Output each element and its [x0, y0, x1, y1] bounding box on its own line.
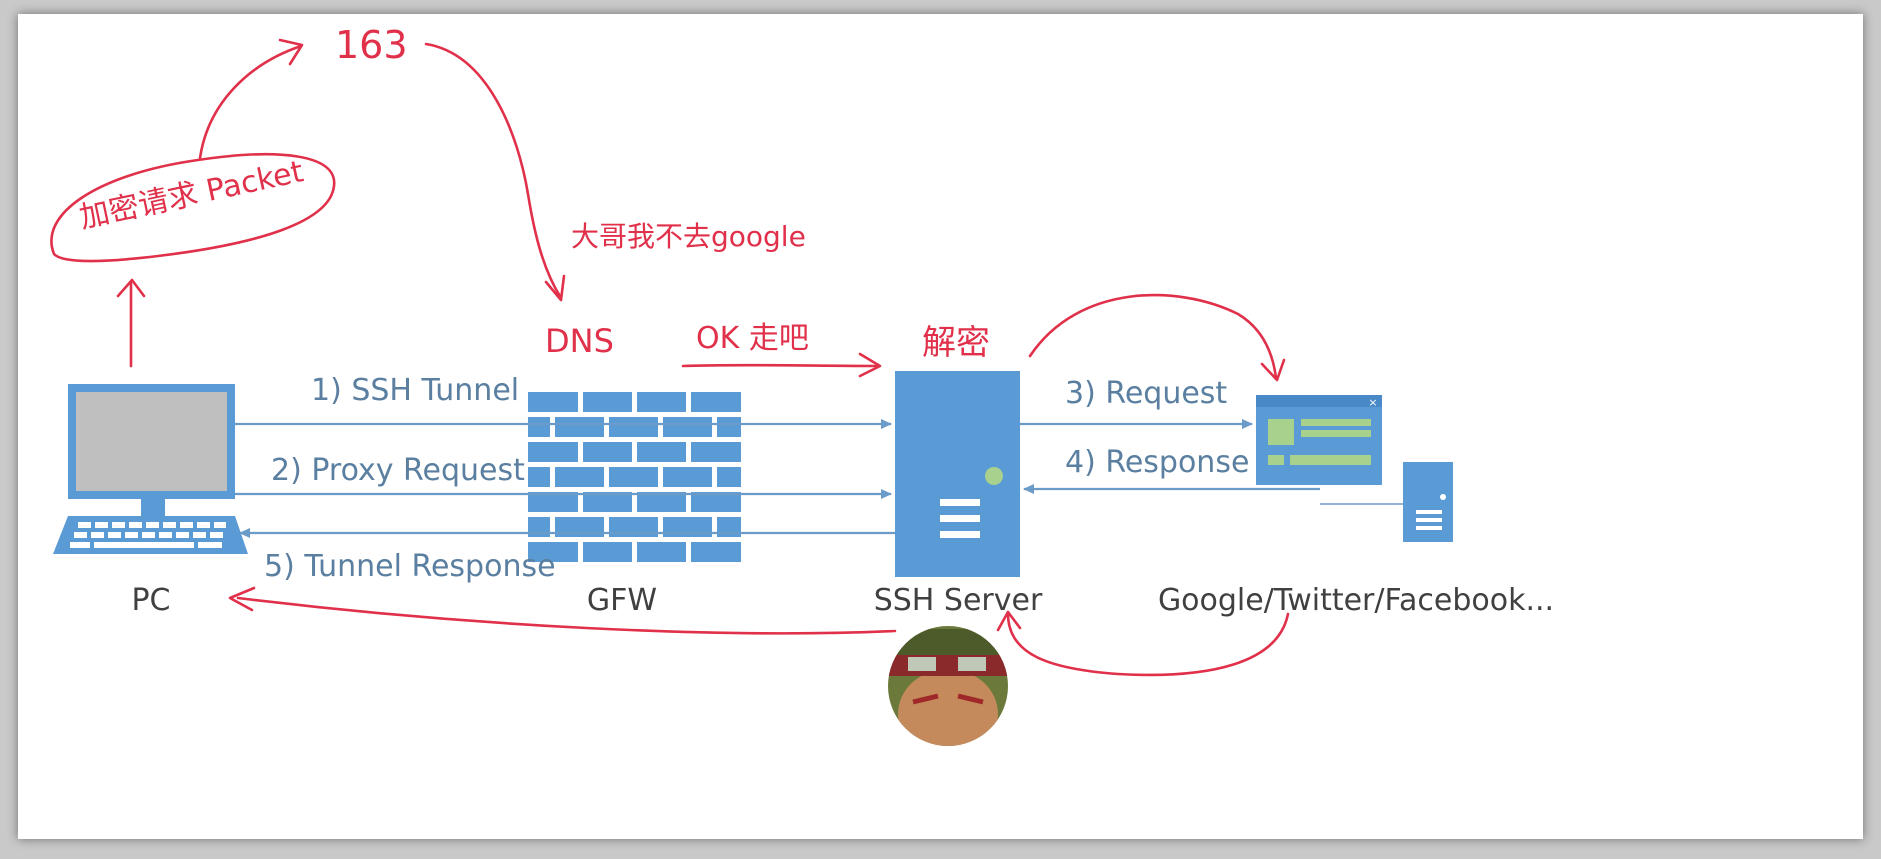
website-window-icon: ×: [1256, 395, 1382, 485]
flow-label-ssh-tunnel: 1) SSH Tunnel: [311, 373, 519, 408]
web-server-icon: [1403, 462, 1453, 542]
pc-icon: [53, 384, 248, 554]
presenter-avatar: [888, 626, 1008, 746]
ssh-server-icon: [895, 371, 1020, 577]
note-163: 163: [335, 23, 408, 67]
slide-canvas: PC GFW SSH Server ×: [18, 14, 1863, 839]
note-encrypted-packet: 加密请求 Packet: [76, 154, 306, 236]
gfw-caption: GFW: [587, 583, 657, 618]
network-diagram: PC GFW SSH Server ×: [50, 23, 1554, 746]
sites-caption: Google/Twitter/Facebook...: [1158, 583, 1554, 618]
firewall-icon: [528, 392, 741, 562]
handwritten-annotations: 加密请求 Packet 163 大哥我不去google DNS OK 走吧 解密: [50, 23, 1290, 677]
ssh-server-caption: SSH Server: [874, 583, 1043, 618]
flow-arrows: [235, 419, 1403, 538]
flow-label-tunnel-response: 5) Tunnel Response: [264, 549, 556, 584]
svg-text:×: ×: [1368, 396, 1377, 409]
note-ok-go: OK 走吧: [696, 321, 809, 356]
flow-label-response: 4) Response: [1065, 445, 1249, 480]
pc-caption: PC: [131, 583, 170, 618]
note-dns: DNS: [545, 322, 614, 360]
note-dns-no-google: 大哥我不去google: [571, 220, 806, 253]
flow-label-proxy-request: 2) Proxy Request: [271, 453, 525, 488]
note-decrypt: 解密: [922, 323, 990, 363]
flow-label-request: 3) Request: [1065, 376, 1227, 411]
